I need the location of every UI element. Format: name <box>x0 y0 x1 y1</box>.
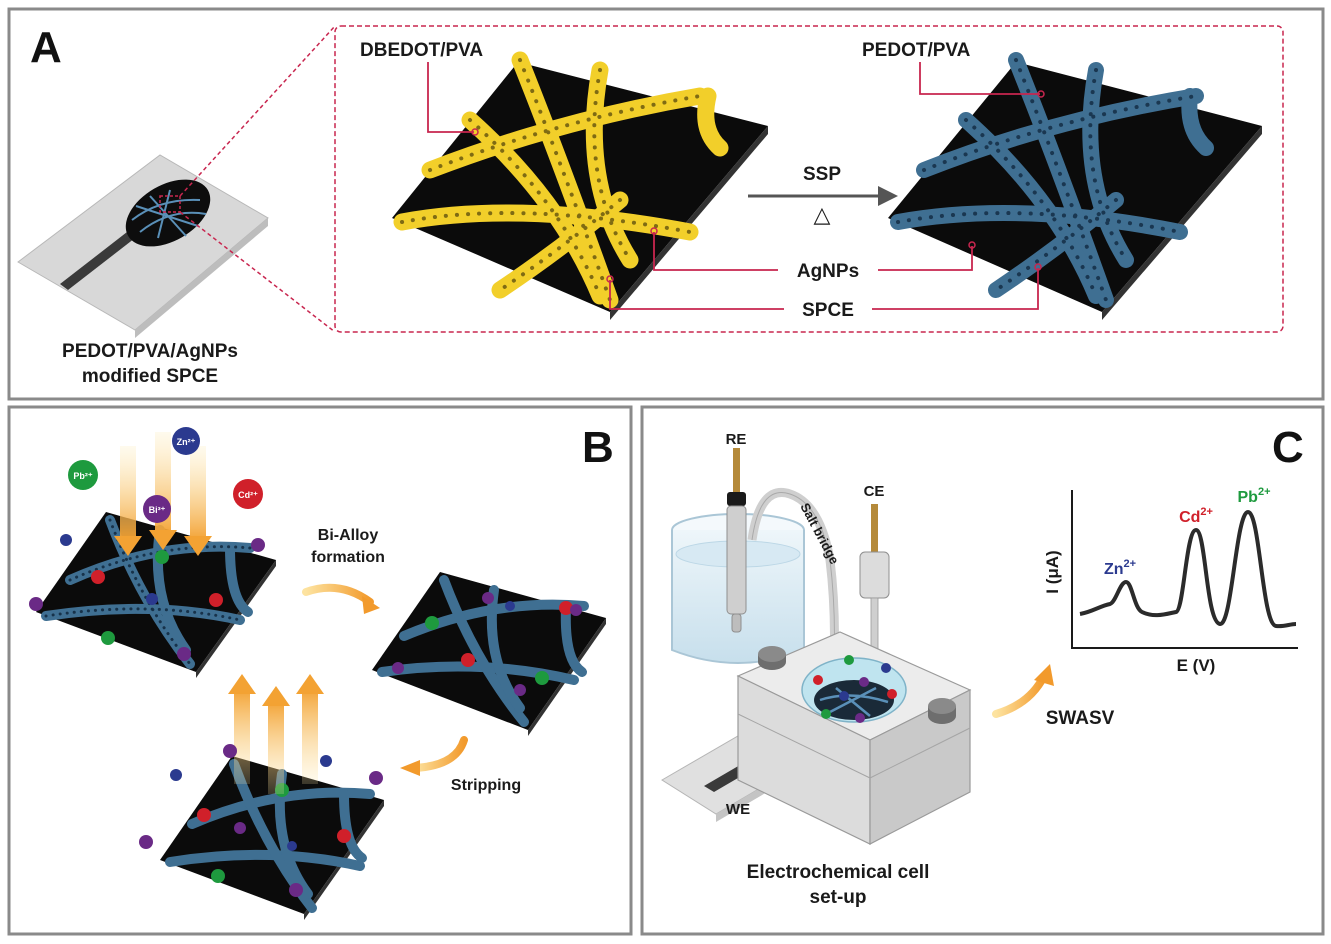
panel-c: C RE Salt bridge CE <box>640 405 1325 936</box>
cd-ion-label: Cd²⁺ <box>238 490 258 500</box>
electrode-fiber-disc <box>125 179 211 247</box>
ce-label: CE <box>864 483 885 500</box>
pb-ion <box>68 460 98 490</box>
blue-fiber <box>1082 62 1134 268</box>
alloy-label-line2: formation <box>311 549 385 566</box>
alloy-label-line1: Bi-Alloy <box>318 527 379 544</box>
zn-ion <box>172 427 200 455</box>
bi-ion <box>143 495 171 523</box>
substrate-alloy <box>372 572 606 736</box>
voltammogram-curve <box>1079 510 1297 629</box>
agnps-leader-left <box>653 232 778 271</box>
electrode-caption-line2: modified SPCE <box>82 366 218 387</box>
pedot-leader <box>919 62 1040 95</box>
substrate-pedot <box>888 52 1262 320</box>
counter-electrode <box>859 504 890 681</box>
pedot-label: PEDOT/PVA <box>862 40 971 61</box>
spce-leader-right <box>872 268 1039 310</box>
stripping-beam <box>234 692 250 784</box>
bi-ion-label: Bi³⁺ <box>149 505 166 515</box>
yellow-fiber <box>461 111 609 305</box>
panel-b: B Zn²⁺ Pb²⁺ Bi³⁺ Cd <box>7 405 633 936</box>
panel-c-frame <box>640 405 1325 936</box>
alloy-arrow <box>302 583 374 606</box>
zn-ion-label: Zn²⁺ <box>177 437 196 447</box>
peak-label-pb: Pb2+ <box>1238 486 1271 506</box>
dbedot-leader <box>427 62 474 133</box>
spce-electrode <box>17 154 269 338</box>
panel-b-frame <box>7 405 633 936</box>
peak-label-cd: Cd2+ <box>1179 506 1213 526</box>
substrate-dbedot <box>392 51 768 320</box>
peak-labels: Zn2+ Cd2+ Pb2+ <box>1104 486 1271 578</box>
stripping-label: Stripping <box>451 777 521 794</box>
cell-caption-line1: Electrochemical cell <box>747 862 930 883</box>
re-label: RE <box>726 431 747 448</box>
panel-a: A PEDOT/PVA/AgNPs modified SPCE <box>7 7 1325 401</box>
plot-axes <box>1071 490 1298 649</box>
zoom-box <box>334 25 1284 333</box>
cd-ion <box>233 479 263 509</box>
voltammogram: I (μA) E (V) <box>1043 490 1298 675</box>
blue-fiber <box>958 112 1104 304</box>
yellow-fiber <box>511 51 619 309</box>
blue-fiber <box>1181 88 1214 156</box>
stripping-beam <box>302 692 318 784</box>
dbedot-label: DBEDOT/PVA <box>360 40 483 61</box>
heat-symbol: △ <box>814 202 831 227</box>
electrode-caption-line1: PEDOT/PVA/AgNPs <box>62 341 238 362</box>
panel-a-frame <box>7 7 1325 401</box>
zoom-source-box <box>159 195 181 213</box>
plot-xlabel: E (V) <box>1177 656 1216 675</box>
stripping-arrow <box>410 736 468 772</box>
swasv-arrow <box>992 672 1048 718</box>
panel-a-letter: A <box>30 23 62 72</box>
panel-c-letter: C <box>1272 423 1304 472</box>
agnps-label: AgNPs <box>797 261 859 282</box>
pb-ion-label: Pb²⁺ <box>73 471 92 481</box>
released-ions <box>139 744 383 849</box>
deposition-beam <box>190 446 206 538</box>
spce-leader-left <box>609 280 784 310</box>
cell-caption-line2: set-up <box>810 887 867 908</box>
deposition-beam <box>120 446 136 538</box>
we-label: WE <box>726 801 750 818</box>
panel-b-letter: B <box>582 423 614 472</box>
yellow-fiber <box>697 87 729 157</box>
peak-label-zn: Zn2+ <box>1104 558 1136 578</box>
reference-electrode <box>726 448 747 633</box>
agnps-leader-right <box>878 246 973 271</box>
yellow-fiber <box>585 61 639 269</box>
zoom-line-top <box>179 25 336 197</box>
blue-fiber <box>1008 52 1114 308</box>
plot-ylabel: I (μA) <box>1043 550 1062 593</box>
spce-label: SPCE <box>802 300 854 321</box>
zoom-line-bottom <box>179 211 336 333</box>
ssp-label: SSP <box>803 164 841 185</box>
scattered-ions <box>29 534 265 661</box>
electrochemical-cell <box>736 631 972 845</box>
swasv-label: SWASV <box>1046 708 1115 729</box>
stripping-beam <box>268 704 284 794</box>
